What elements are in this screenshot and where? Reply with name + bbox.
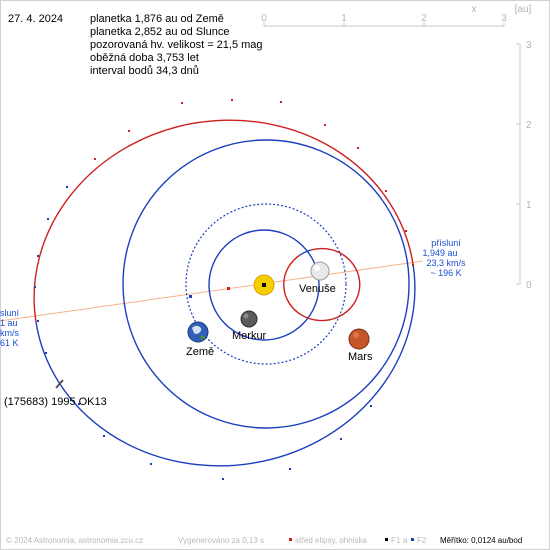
mars-orbit: [122, 139, 410, 429]
asteroid-label: (175683) 1995 OK13: [4, 396, 107, 408]
info-line: pozorovaná hv. velikost = 21,5 mag: [90, 39, 263, 51]
mercury-orbit: [283, 247, 361, 322]
asteroid-position-dots: [94, 99, 414, 266]
y-tick-2: 2: [526, 120, 532, 131]
asteroid-position-dots-far: [34, 186, 372, 480]
x-tick-1: 1: [341, 13, 347, 24]
aphelion-speed: km/s: [0, 328, 19, 338]
y-tick-0: 0: [526, 280, 532, 291]
sun: [253, 274, 275, 296]
legend-f2-marker: [411, 538, 414, 541]
aphelion-temperature: 61 K: [0, 338, 19, 348]
copyright-link[interactable]: © 2024 Astronomia, astronomia.zcu.cz: [6, 536, 143, 545]
perihelion-distance: 1,949 au: [422, 248, 457, 258]
aphelion-title: sluní: [0, 308, 20, 318]
earth-label: Země: [186, 346, 214, 358]
legend-f1-marker: [385, 538, 388, 541]
header-info: 27. 4. 2024 planetka 1,876 au od Země pl…: [8, 13, 263, 77]
perihelion-speed: 23,3 km/s: [426, 258, 466, 268]
mercury-label: Merkur: [232, 330, 267, 342]
perihelion-temperature: ~ 196 K: [430, 268, 461, 278]
legend-center: střed elipsy, ohniska: [295, 536, 367, 545]
earth: Země: [186, 321, 214, 358]
focus-f2-marker: [189, 295, 192, 298]
info-line: interval bodů 34,3 dnů: [90, 65, 199, 77]
x-axis: 0 1 2 3 x [au]: [261, 4, 532, 27]
y-tick-3: 3: [526, 40, 532, 51]
mercury: Merkur: [232, 310, 267, 342]
legend-center-marker: [289, 538, 292, 541]
venus: Venuše: [299, 261, 336, 295]
asteroid-orbit-far-from-sun: [35, 263, 416, 467]
asteroid-orbit-near-sun: [33, 119, 414, 323]
apsis-line: [0, 260, 424, 322]
x-tick-0: 0: [261, 13, 267, 24]
ellipse-center-marker: [227, 287, 230, 290]
legend-f1: F1: [391, 536, 401, 545]
venus-orbit: [208, 229, 320, 341]
legend-f2: F2: [417, 536, 427, 545]
asteroid: (175683) 1995 OK13: [4, 379, 107, 408]
info-line: oběžná doba 3,753 let: [90, 52, 199, 64]
venus-label: Venuše: [299, 283, 336, 295]
footer: © 2024 Astronomia, astronomia.zcu.cz Vyg…: [6, 536, 522, 545]
aphelion-info: sluní 1 au km/s 61 K: [0, 308, 20, 348]
scale-label: Měřítko: 0,0124 au/bod: [440, 536, 522, 545]
y-axis: 3 2 1 0: [516, 40, 532, 291]
mercury-orbit-far: [299, 249, 312, 256]
info-line: planetka 1,876 au od Země: [90, 13, 224, 25]
generated-time: Vygenerováno za 0,13 s: [178, 536, 264, 545]
earth-orbit: [185, 203, 347, 365]
y-tick-1: 1: [526, 200, 532, 211]
mars-label: Mars: [348, 351, 373, 363]
date-label: 27. 4. 2024: [8, 13, 63, 25]
aphelion-distance: 1 au: [0, 318, 18, 328]
perihelion-title: přísluní: [431, 238, 461, 248]
info-line: planetka 2,852 au od Slunce: [90, 26, 229, 38]
legend-a: a: [403, 536, 408, 545]
unit-label: [au]: [515, 4, 532, 15]
perihelion-info: přísluní 1,949 au 23,3 km/s ~ 196 K: [422, 238, 466, 278]
x-axis-label: x: [472, 4, 477, 15]
mars: Mars: [348, 328, 373, 363]
x-tick-3: 3: [501, 13, 507, 24]
x-tick-2: 2: [421, 13, 427, 24]
